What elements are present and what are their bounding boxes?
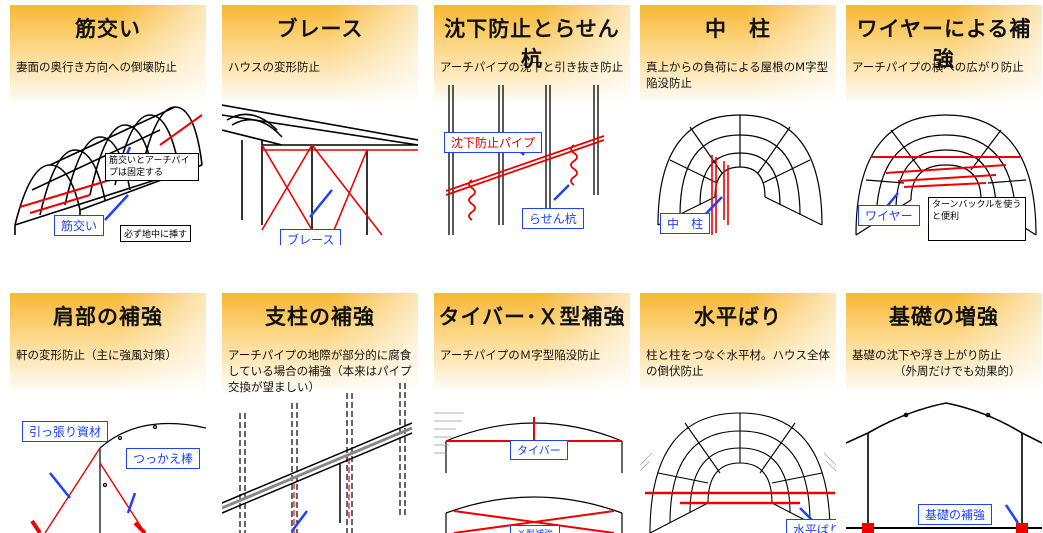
card-description: アーチパイプのＭ字型陥没防止: [440, 348, 601, 362]
card-description: 柱と柱をつなぐ水平材。ハウス全体の倒伏防止: [646, 348, 830, 378]
card-title: 中 柱: [705, 17, 771, 41]
card-title: 肩部の補強: [53, 305, 163, 329]
card-description: アーチパイプの沈下と引き抜き防止: [440, 60, 624, 74]
card-description: 基礎の沈下や浮き上がり防止 （外周だけでも効果的）: [852, 347, 1038, 379]
desc-line-2: （外周だけでも効果的）: [894, 364, 1021, 378]
card-description: 真上からの負荷による屋根のM字型陥没防止: [646, 60, 829, 90]
card-katabu: 肩部の補強 軒の変形防止（主に強風対策） 引っ張り資材 つっかえ棒: [10, 293, 206, 533]
card-sujikai: 筋交い 妻面の奥行き方向への倒壊防止 筋交いとアーチパイプは固定する 筋交い: [10, 5, 206, 245]
card-title: 支柱の補強: [265, 305, 375, 329]
card-description: アーチパイプの地際が部分的に腐食している場合の補強（本来はパイプ交換が望ましい）: [228, 348, 412, 394]
card-nakabashira: 中 柱 真上からの負荷による屋根のM字型陥没防止 中 柱: [640, 5, 836, 245]
card-shichu: 支柱の補強 アーチパイプの地際が部分的に腐食している場合の補強（本来はパイプ交換…: [222, 293, 418, 533]
card-title: ブレース: [276, 17, 364, 41]
label-tsukkae: つっかえ棒: [126, 448, 201, 469]
card-description: 妻面の奥行き方向への倒壊防止: [16, 60, 177, 74]
card-wire: ワイヤーによる補強 アーチパイプの横への広がり防止 ワイヤー ターンバックルを使…: [846, 5, 1042, 245]
label-brace: ブレース: [280, 229, 342, 245]
sujikai-illustration: [14, 106, 203, 235]
label-sujikai: 筋交い: [54, 215, 105, 236]
card-title: 沈下防止とらせん杭: [444, 17, 620, 71]
label-tiebar: タイバー: [510, 440, 568, 460]
card-description: 軒の変形防止（主に強風対策）: [16, 348, 177, 362]
nakabashira-illustration: [657, 114, 823, 235]
card-chinka: 沈下防止とらせん杭 アーチパイプの沈下と引き抜き防止 沈下防止パイプ らせん杭: [434, 5, 630, 245]
card-brace: ブレース ハウスの変形防止 ブレース: [222, 5, 418, 245]
label-nakabashira: 中 柱: [660, 213, 711, 234]
chinka-illustration: [445, 85, 605, 235]
label-ground-note: 必ず地中に挿す: [120, 225, 192, 242]
desc-line-1: 基礎の沈下や浮き上がり防止: [852, 348, 1002, 362]
card-tiebar: タイバー･Ｘ型補強 アーチパイプのＭ字型陥没防止 タイバー Ｘ型補強: [434, 293, 630, 533]
brace-illustration: [222, 104, 418, 236]
label-rasen-kui: らせん杭: [522, 208, 584, 229]
label-suiheibari: 水平ばり: [786, 519, 836, 533]
label-chinka-pipe: 沈下防止パイプ: [444, 132, 543, 153]
card-suiheibari: 水平ばり 柱と柱をつなぐ水平材。ハウス全体の倒伏防止 水平ばり: [640, 293, 836, 533]
card-title: ワイヤーによる補強: [856, 17, 1032, 71]
label-hippari: 引っ張り資材: [22, 421, 109, 442]
shichu-illustration: [222, 383, 413, 533]
card-title: 基礎の増強: [889, 305, 999, 329]
card-title: 水平ばり: [694, 305, 782, 329]
label-wire: ワイヤー: [858, 205, 920, 226]
label-x-brace: Ｘ型補強: [510, 525, 561, 533]
card-description: アーチパイプの横への広がり防止: [852, 60, 1024, 74]
card-description: ハウスの変形防止: [228, 60, 320, 74]
card-title: タイバー･Ｘ型補強: [438, 305, 626, 329]
suiheibari-illustration: [640, 412, 836, 533]
card-kiso: 基礎の増強 基礎の沈下や浮き上がり防止 （外周だけでも効果的） 基礎の補強: [846, 293, 1042, 533]
label-fixing-note: 筋交いとアーチパイプは固定する: [105, 153, 199, 181]
card-title: 筋交い: [75, 17, 141, 41]
label-turnbuckle: ターンバックルを使うと便利: [928, 197, 1026, 241]
